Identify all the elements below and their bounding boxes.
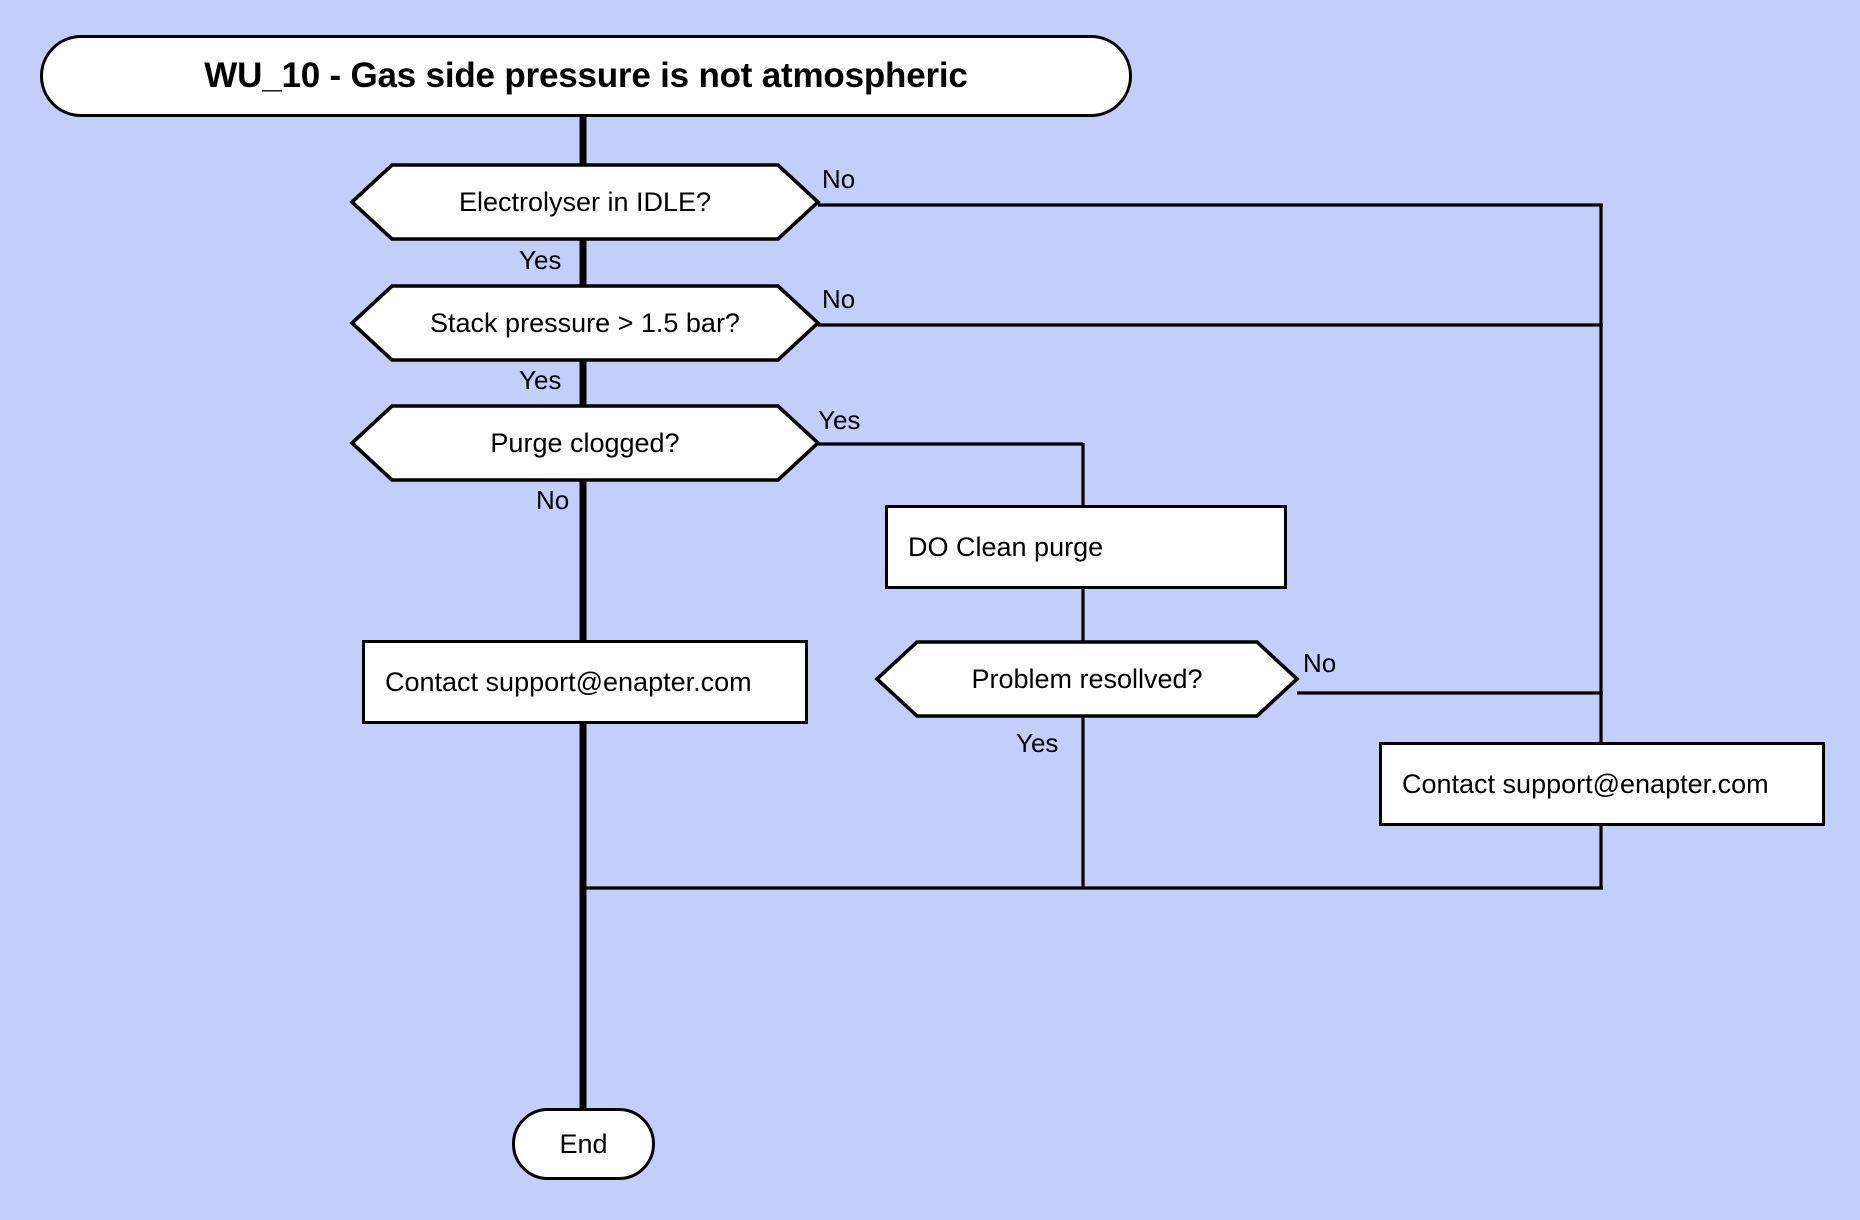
hexagon-shape-purge-clogged — [350, 404, 820, 482]
node-decision-electrolyser-idle[interactable]: Electrolyser in IDLE? — [350, 163, 820, 241]
edge-label-electrolyser-idle-no: No — [822, 164, 856, 194]
node-end-terminal[interactable]: End — [512, 1108, 655, 1180]
edge-label-stack-pressure-no: No — [822, 284, 856, 314]
process-contact-support-right-label: Contact support@enapter.com — [1402, 768, 1769, 799]
node-decision-stack-pressure[interactable]: Stack pressure > 1.5 bar? — [350, 284, 820, 362]
node-process-contact-support-right[interactable]: Contact support@enapter.com — [1379, 742, 1825, 826]
edge-label-problem-resolved-no: No — [1303, 648, 1337, 678]
process-do-clean-purge-label: DO Clean purge — [908, 531, 1104, 562]
node-start-terminal[interactable]: WU_10 - Gas side pressure is not atmosph… — [40, 35, 1132, 117]
node-process-do-clean-purge[interactable]: DO Clean purge — [885, 505, 1287, 589]
process-contact-support-left-label: Contact support@enapter.com — [385, 666, 752, 697]
edge-label-electrolyser-idle-yes: Yes — [519, 245, 562, 275]
node-decision-problem-resolved[interactable]: Problem resollved? — [875, 640, 1299, 718]
end-terminal-label: End — [559, 1128, 608, 1159]
edge-label-purge-clogged-yes: Yes — [818, 405, 861, 435]
node-process-contact-support-left[interactable]: Contact support@enapter.com — [362, 640, 808, 724]
edge-label-purge-clogged-no: No — [536, 485, 570, 515]
hexagon-shape-stack-pressure — [350, 284, 820, 362]
node-decision-purge-clogged[interactable]: Purge clogged? — [350, 404, 820, 482]
start-terminal-label: WU_10 - Gas side pressure is not atmosph… — [204, 56, 968, 95]
hexagon-shape-electrolyser-idle — [350, 163, 820, 241]
hexagon-shape-problem-resolved — [875, 640, 1299, 718]
edge-label-problem-resolved-yes: Yes — [1016, 728, 1059, 758]
edge-label-stack-pressure-yes: Yes — [519, 365, 562, 395]
